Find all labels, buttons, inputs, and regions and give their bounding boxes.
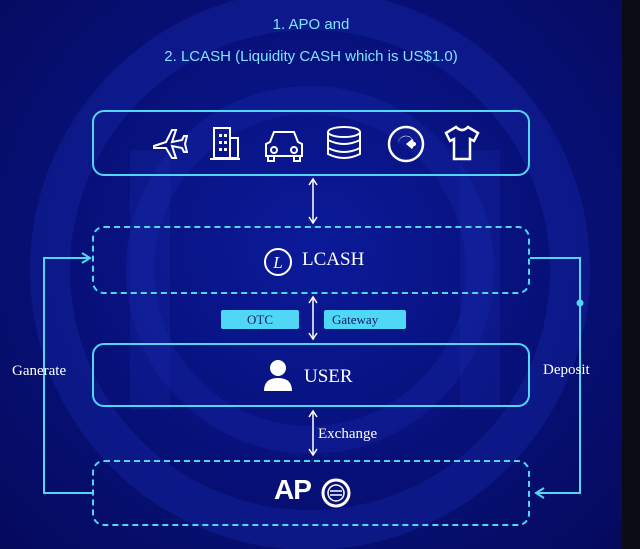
right-frame-border bbox=[622, 0, 640, 549]
deposit-label: Deposit bbox=[543, 362, 590, 378]
user-label: USER bbox=[304, 366, 353, 387]
otc-label: OTC bbox=[221, 310, 299, 329]
connector-lines bbox=[43, 177, 584, 499]
heading-line-1: 1. APO and bbox=[272, 16, 350, 33]
lcash-logo-icon: L bbox=[264, 248, 292, 276]
coin-stack-icon bbox=[327, 126, 361, 159]
user-box bbox=[92, 343, 530, 407]
apo-logo-text: AP bbox=[274, 474, 312, 505]
lcash-label: LCASH bbox=[302, 249, 365, 270]
lcash-box bbox=[92, 226, 530, 294]
exchange-label: Exchange bbox=[318, 426, 378, 442]
pacman-icon bbox=[387, 125, 425, 163]
tshirt-icon bbox=[444, 125, 480, 161]
svg-text:L: L bbox=[272, 253, 282, 272]
heading-line-2: 2. LCASH (Liquidity CASH which is US$1.0… bbox=[164, 48, 458, 65]
car-icon bbox=[265, 131, 303, 162]
gateway-label: Gateway bbox=[324, 310, 406, 329]
services-box bbox=[92, 110, 530, 176]
user-icon bbox=[264, 360, 292, 391]
building-icon bbox=[210, 127, 240, 160]
watermark-icon bbox=[30, 0, 590, 549]
generate-label: Ganerate bbox=[12, 363, 67, 379]
apo-box bbox=[92, 460, 530, 526]
diagram-canvas: 1. APO and 2. LCASH (Liquidity CASH whic… bbox=[0, 0, 622, 549]
airplane-icon bbox=[153, 129, 188, 159]
apo-logo-icon bbox=[321, 478, 351, 508]
